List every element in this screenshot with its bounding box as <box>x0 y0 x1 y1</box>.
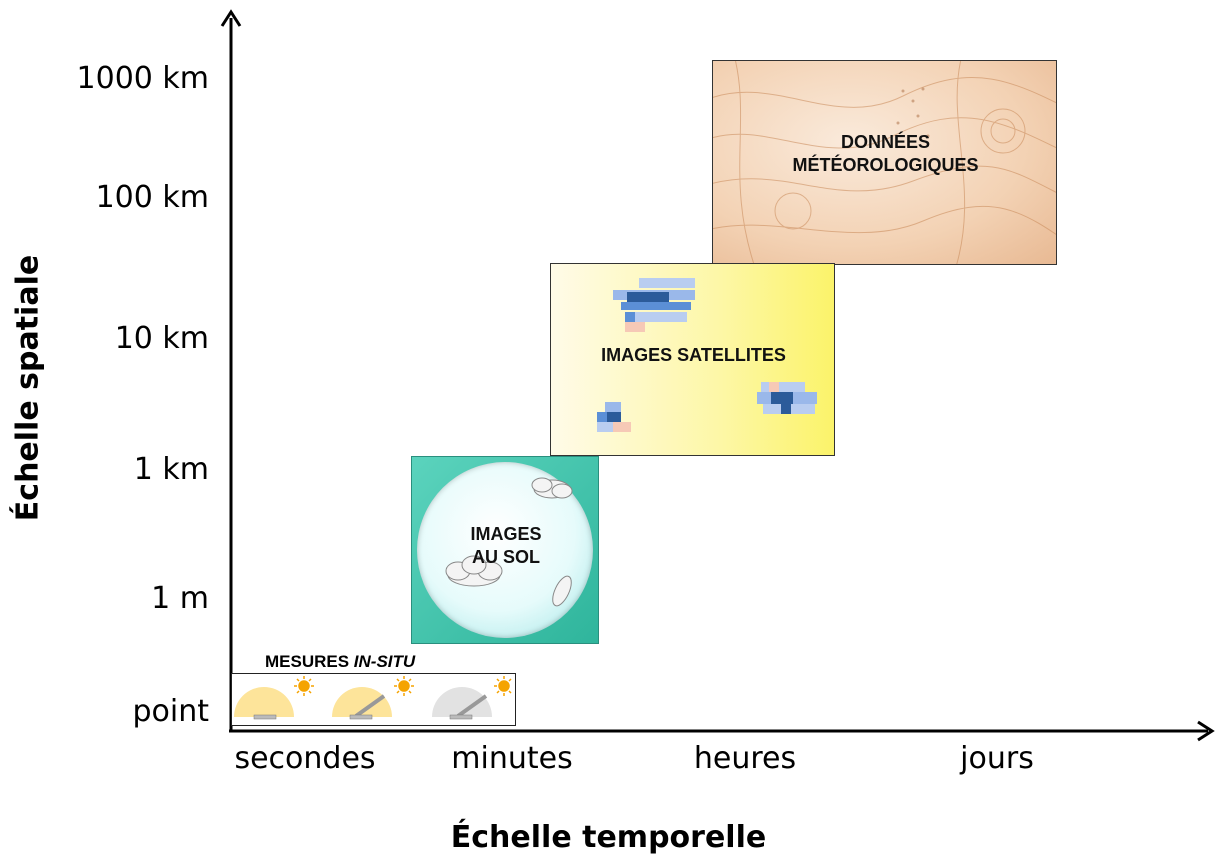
y-tick-10km: 10 km <box>114 321 209 356</box>
x-tick-minutes: minutes <box>451 741 573 776</box>
meteo-label-line1: DONNÉES <box>840 132 930 152</box>
ground-images-box: IMAGES AU SOL <box>411 456 599 644</box>
sun-icon <box>294 676 314 696</box>
x-tick-jours: jours <box>960 741 1034 776</box>
ground-label-line2: AU SOL <box>471 546 540 567</box>
pixel-cloud-3 <box>597 402 631 432</box>
insitu-measures-box <box>231 673 516 726</box>
y-tick-point: point <box>132 694 209 729</box>
meteo-data-box: DONNÉES MÉTÉOROLOGIQUES <box>712 60 1057 265</box>
clouds <box>445 477 573 607</box>
meteo-label-line2: MÉTÉOROLOGIQUES <box>792 154 979 175</box>
pyrheliometer-icon <box>332 687 392 720</box>
x-axis-title: Échelle temporelle <box>450 820 767 855</box>
satellite-box-label: IMAGES SATELLITES <box>601 345 786 365</box>
y-tick-1000km: 1000 km <box>76 61 209 96</box>
x-axis-arrow <box>1197 720 1215 742</box>
y-axis-title: Échelle spatiale <box>10 254 46 522</box>
sun-tracker-icon <box>432 687 492 720</box>
sun-icon <box>494 676 512 696</box>
insitu-title-main: MESURES <box>265 652 354 671</box>
satellite-pixels <box>597 278 817 432</box>
weather-map-texture <box>713 61 1056 264</box>
insitu-title-italic: IN-SITU <box>353 652 416 671</box>
sun-icon <box>394 676 414 696</box>
y-tick-1m: 1 m <box>151 581 209 616</box>
y-axis-arrow <box>220 9 242 27</box>
y-tick-100km: 100 km <box>95 180 209 215</box>
ground-box-label: IMAGES AU SOL <box>412 523 600 568</box>
meteo-box-label: DONNÉES MÉTÉOROLOGIQUES <box>713 131 1056 176</box>
cloud-icon <box>531 477 573 499</box>
cloud-icon <box>552 575 572 607</box>
instruments <box>234 676 512 720</box>
x-tick-secondes: secondes <box>234 741 376 776</box>
satellite-images-box: IMAGES SATELLITES <box>550 263 835 456</box>
pyranometer-icon <box>234 687 294 720</box>
ground-label-line1: IMAGES <box>470 524 542 544</box>
pixel-cloud-1 <box>613 278 695 332</box>
pixel-cloud-2 <box>757 382 817 414</box>
y-tick-1km: 1 km <box>133 452 209 487</box>
x-tick-heures: heures <box>693 741 797 776</box>
cloud-icon <box>445 555 503 587</box>
insitu-title: MESURES IN-SITU <box>265 652 415 672</box>
